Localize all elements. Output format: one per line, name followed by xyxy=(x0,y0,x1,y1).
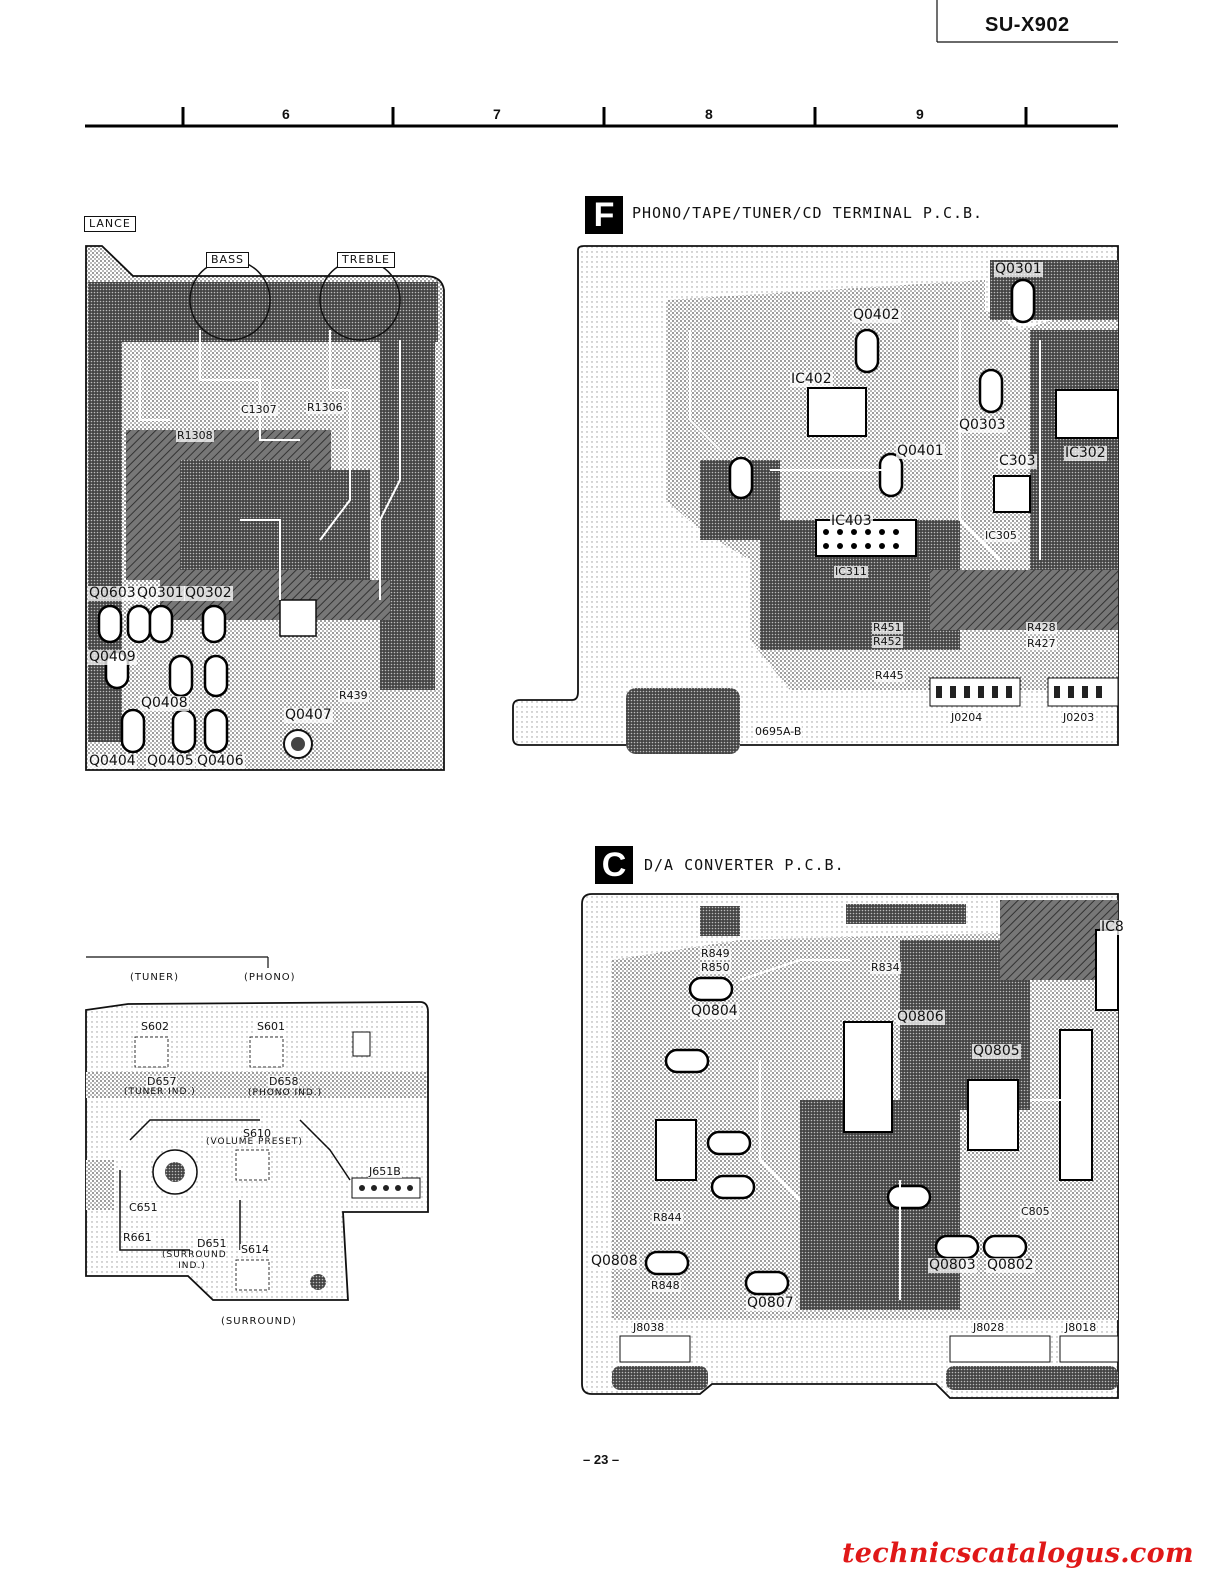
ref-r427: R427 xyxy=(1026,637,1057,650)
ref-r661: R661 xyxy=(122,1231,153,1244)
ref-r844: R844 xyxy=(652,1211,683,1224)
surround-ind-label: (SURROUND IND.) xyxy=(162,1250,227,1271)
ref-q0404: Q0404 xyxy=(88,753,137,769)
ref-c651: C651 xyxy=(128,1201,159,1214)
ref-q0405: Q0405 xyxy=(146,753,195,769)
ref-q0407: Q0407 xyxy=(284,707,333,723)
ref-d651: D651 xyxy=(196,1237,228,1250)
ref-j0203: J0203 xyxy=(1062,711,1096,724)
ref-c805: C805 xyxy=(1020,1205,1051,1218)
board-c-title: D/A CONVERTER P.C.B. xyxy=(644,856,845,874)
bass-label: BASS xyxy=(206,252,250,268)
ref-q0301-tone: Q0301 xyxy=(136,585,185,601)
ref-ic302: IC302 xyxy=(1064,445,1107,461)
tuner-label: (TUNER) xyxy=(130,972,179,983)
ref-r445: R445 xyxy=(874,669,905,682)
ref-r1308: R1308 xyxy=(176,429,214,442)
ref-r439: R439 xyxy=(338,689,369,702)
ref-q0401: Q0401 xyxy=(896,443,945,459)
ref-s602: S602 xyxy=(140,1020,170,1033)
model-number: SU-X902 xyxy=(985,14,1070,36)
ref-r451: R451 xyxy=(872,621,903,634)
ref-r1306: R1306 xyxy=(306,401,344,414)
tuner-ind-label: (TUNER IND.) xyxy=(124,1087,196,1097)
ref-ic311: IC311 xyxy=(834,565,868,578)
ref-ic402: IC402 xyxy=(790,371,833,387)
surround-label: (SURROUND) xyxy=(221,1316,297,1327)
board-f-title: PHONO/TAPE/TUNER/CD TERMINAL P.C.B. xyxy=(632,204,984,222)
board-c-badge: C xyxy=(595,846,633,884)
ref-q0303: Q0303 xyxy=(958,417,1007,433)
treble-label: TREBLE xyxy=(337,252,395,268)
ref-q0603: Q0603 xyxy=(88,585,137,601)
ref-s610: S610 xyxy=(242,1127,272,1140)
ref-q0302: Q0302 xyxy=(184,585,233,601)
column-6: 6 xyxy=(282,106,290,122)
column-8: 8 xyxy=(705,106,713,122)
board-c xyxy=(581,893,1119,1399)
board-f xyxy=(512,245,1119,754)
ref-q0806: Q0806 xyxy=(896,1009,945,1025)
ref-r428: R428 xyxy=(1026,621,1057,634)
ref-q0804: Q0804 xyxy=(690,1003,739,1019)
ref-d657: D657 xyxy=(146,1075,178,1088)
header-frame xyxy=(936,0,1118,43)
ref-r848: R848 xyxy=(650,1279,681,1292)
ref-s614: S614 xyxy=(240,1243,270,1256)
ref-q0802: Q0802 xyxy=(986,1257,1035,1273)
ref-q0805: Q0805 xyxy=(972,1043,1021,1059)
ref-s601: S601 xyxy=(256,1020,286,1033)
ref-q0803: Q0803 xyxy=(928,1257,977,1273)
ref-r850: R850 xyxy=(700,961,731,974)
page-number: – 23 – xyxy=(583,1452,620,1467)
balance-label: LANCE xyxy=(84,216,136,232)
ref-r452: R452 xyxy=(872,635,903,648)
ref-q0807: Q0807 xyxy=(746,1295,795,1311)
ref-q0409: Q0409 xyxy=(88,649,137,665)
column-7: 7 xyxy=(493,106,501,122)
board-f-badge: F xyxy=(585,196,623,234)
ref-q0301-f: Q0301 xyxy=(994,261,1043,277)
phono-label: (PHONO) xyxy=(244,972,296,983)
ref-q0808: Q0808 xyxy=(590,1253,639,1269)
board-f-code: 0695A-B xyxy=(754,725,803,738)
tone-board xyxy=(85,245,445,771)
ref-ic8: IC8 xyxy=(1100,919,1125,935)
volume-preset-label: (VOLUME PRESET) xyxy=(206,1137,303,1147)
ref-j8018: J8018 xyxy=(1064,1321,1098,1334)
ref-c303: C303 xyxy=(998,453,1037,469)
ref-j651b: J651B xyxy=(368,1165,402,1178)
ref-ic305: IC305 xyxy=(984,529,1018,542)
column-9: 9 xyxy=(916,106,924,122)
ref-r834: R834 xyxy=(870,961,901,974)
ref-j8038: J8038 xyxy=(632,1321,666,1334)
ref-q0408: Q0408 xyxy=(140,695,189,711)
ref-q0402: Q0402 xyxy=(852,307,901,323)
phono-ind-label: (PHONO IND.) xyxy=(248,1088,323,1098)
ref-j0204: J0204 xyxy=(950,711,984,724)
column-ruler xyxy=(85,107,1118,128)
ref-d658: D658 xyxy=(268,1075,300,1088)
ref-r849: R849 xyxy=(700,947,731,960)
ref-ic403: IC403 xyxy=(830,513,873,529)
watermark-link[interactable]: technicscatalogus.com xyxy=(842,1538,1194,1569)
ref-j8028: J8028 xyxy=(972,1321,1006,1334)
ref-q0406: Q0406 xyxy=(196,753,245,769)
ref-c1307: C1307 xyxy=(240,403,278,416)
